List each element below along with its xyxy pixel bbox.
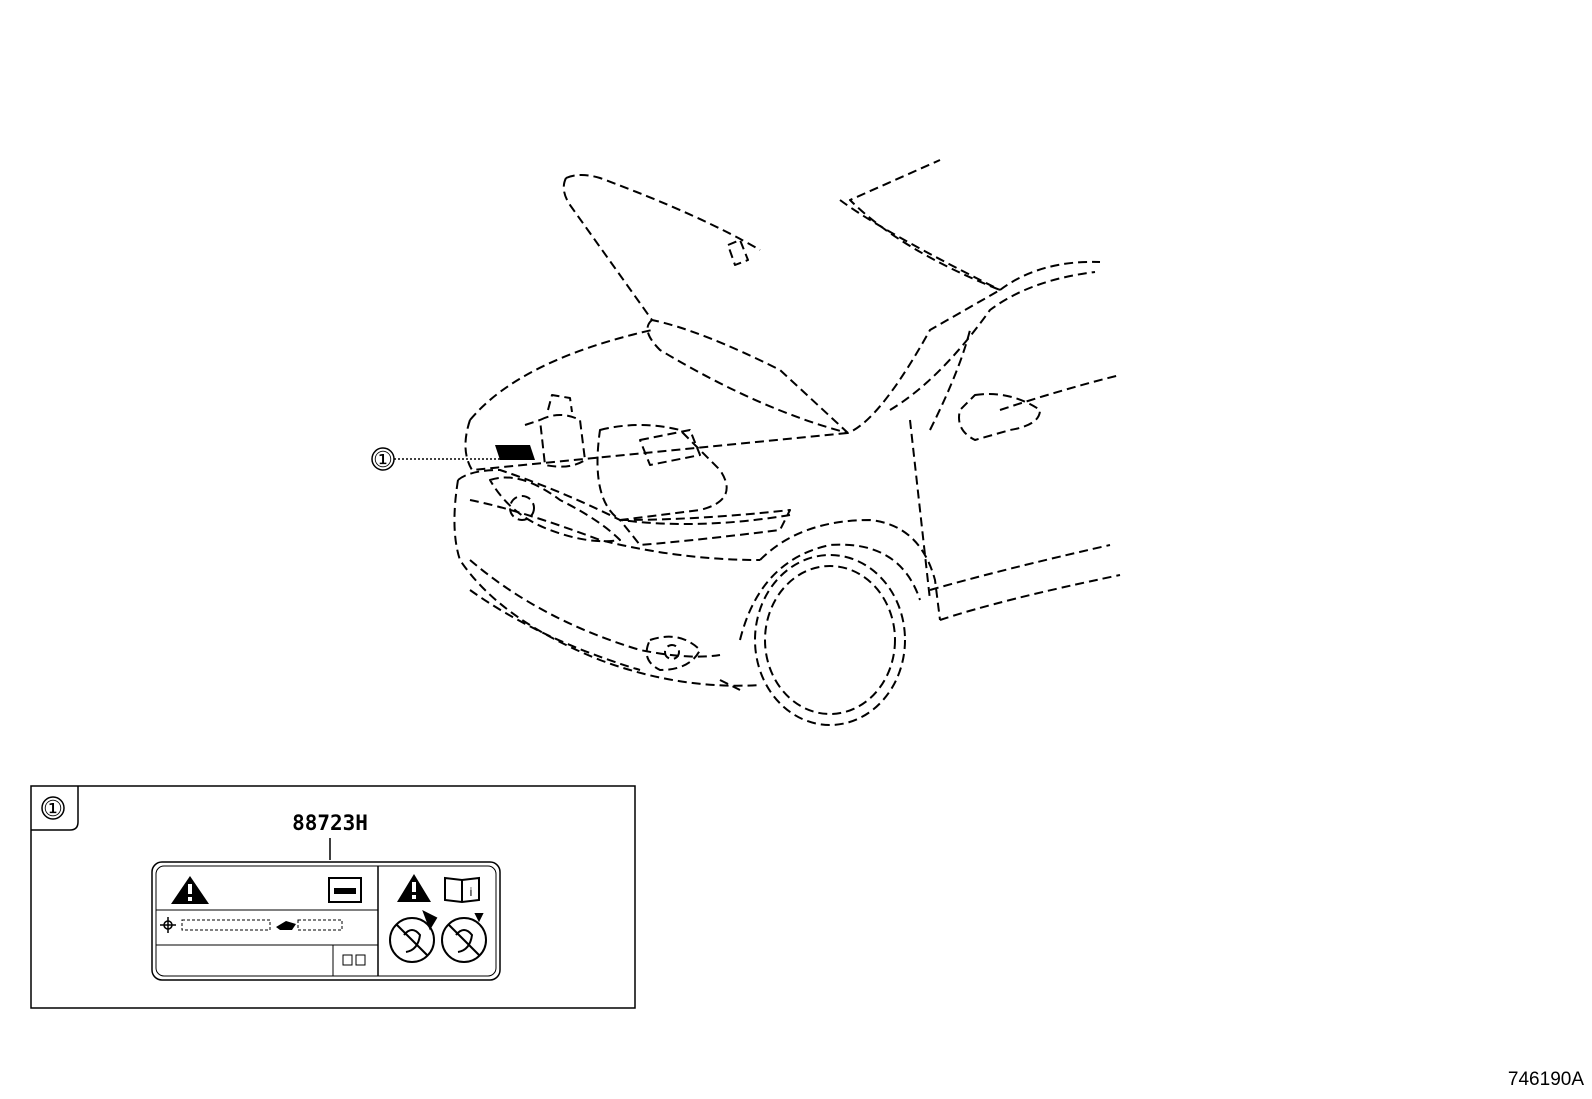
svg-text:i: i xyxy=(470,885,473,899)
service-manual-icon xyxy=(328,877,362,903)
no-pressure-cap-icon xyxy=(441,913,487,963)
no-hand-fan-icon xyxy=(389,909,438,963)
label-right-panel: i xyxy=(389,874,487,963)
coolant-temp-icon xyxy=(160,917,176,933)
caution-label xyxy=(151,861,501,981)
figure-code: 746190A xyxy=(1507,1069,1584,1090)
emblem xyxy=(509,495,535,521)
detail-box-index: ① xyxy=(43,796,63,821)
info-manual-icon: i xyxy=(444,876,480,904)
part-number: 88723H xyxy=(292,811,368,835)
coolant-reservoir xyxy=(539,414,586,468)
open-hood xyxy=(562,159,1001,434)
detail-box: ① 88723H xyxy=(30,785,636,1009)
side-mirror xyxy=(958,393,1041,441)
callout-1: ① xyxy=(371,447,505,472)
fog-lamp xyxy=(645,635,701,671)
label-left-panel xyxy=(156,876,378,976)
front-wheel xyxy=(754,554,906,726)
engine-oil-icon xyxy=(276,921,296,930)
engine-cover xyxy=(596,424,728,521)
vehicle-illustration xyxy=(453,159,1121,726)
headlight xyxy=(619,509,791,546)
label-location-marker xyxy=(495,445,535,460)
front-grille xyxy=(489,476,621,543)
callout-1-number: ① xyxy=(373,447,393,472)
